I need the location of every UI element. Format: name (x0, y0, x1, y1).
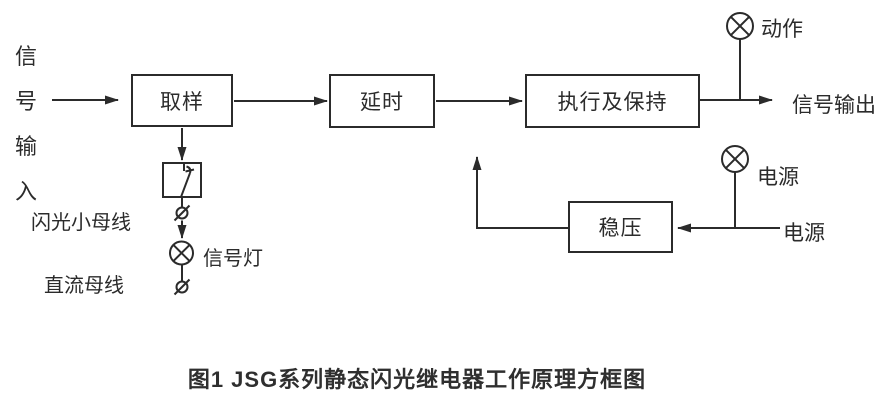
block-regulator: 稳压 (568, 201, 673, 253)
power-lamp-label: 电源 (757, 166, 799, 189)
signal-output-label: 信号输出 (792, 94, 876, 117)
switch-contact-icon (162, 162, 202, 198)
action-lamp-icon (726, 12, 754, 40)
action-lamp-label: 动作 (761, 18, 803, 41)
signal-lamp-label: 信号灯 (203, 248, 263, 270)
signal-input-char: 输 (15, 134, 38, 159)
signal-lamp-icon (169, 240, 194, 266)
arrow-regulator-feedback (472, 156, 568, 229)
flash-bus-label: 闪光小母线 (31, 212, 131, 234)
block-delay: 延时 (329, 74, 435, 128)
power-lamp-icon (721, 145, 749, 173)
terminal-icon-dc-bus (173, 278, 191, 296)
terminal-icon-flash-bus (173, 204, 191, 222)
dc-bus-label: 直流母线 (44, 275, 124, 297)
block-sampling: 取样 (131, 74, 233, 127)
signal-input-label: 信 号 输 入 (15, 44, 37, 224)
signal-input-char: 信 (15, 44, 38, 69)
figure-caption: 图1 JSG系列静态闪光继电器工作原理方框图 (187, 367, 647, 392)
block-execute-hold: 执行及保持 (525, 74, 700, 128)
signal-input-char: 入 (15, 179, 38, 204)
signal-input-char: 号 (15, 89, 38, 114)
power-source-label: 电源 (783, 222, 825, 245)
